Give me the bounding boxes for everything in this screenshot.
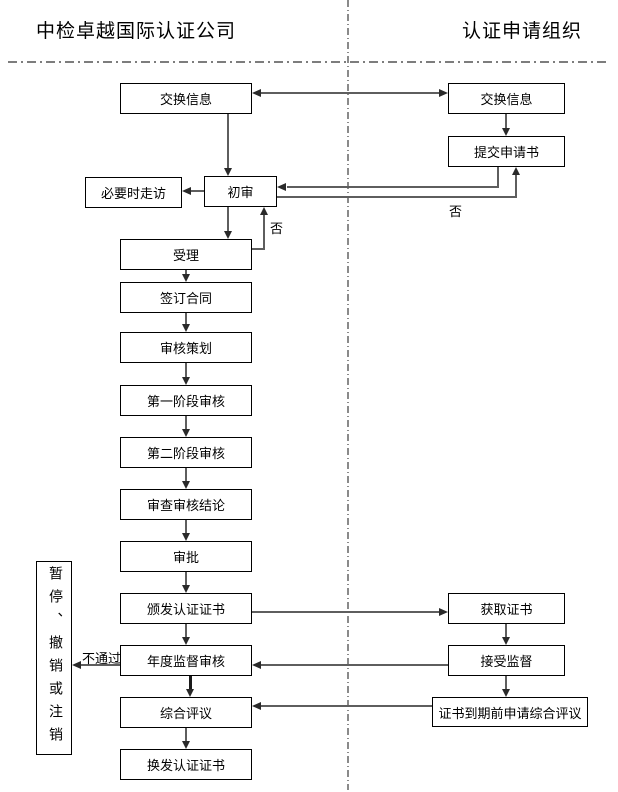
arrowhead-into-suspend-box — [72, 661, 81, 669]
label-no-right: 否 — [449, 204, 463, 219]
node-audit-planning: 审核策划 — [120, 332, 252, 363]
node-visit-if-needed: 必要时走访 — [85, 177, 182, 208]
horizontal-divider — [8, 61, 610, 63]
connector-obtain-to-accept — [505, 624, 507, 638]
connector-comprehensive-to-reissue — [185, 728, 187, 742]
node-stage1-audit: 第一阶段审核 — [120, 385, 252, 416]
connector-approval-to-issue — [185, 572, 187, 586]
lane-title-company: 中检卓越国际认证公司 — [36, 21, 237, 42]
node-reissue-certificate: 换发认证证书 — [120, 749, 252, 780]
arrowhead-into-reissue-certificate — [182, 741, 190, 749]
arrowhead-into-apply-before-expiry — [502, 689, 510, 697]
arrowhead-into-approval — [182, 533, 190, 541]
lane-title-organization: 认证申请组织 — [462, 21, 583, 42]
arrowhead-into-submit-application-bottom — [512, 167, 520, 175]
label-no-left: 否 — [270, 221, 284, 236]
arrowhead-into-annual-surveillance — [182, 637, 190, 645]
arrowhead-into-stage1 — [182, 377, 190, 385]
arrowhead-into-exchange-right — [439, 89, 448, 97]
arrowhead-into-annual-right — [252, 661, 261, 669]
connector-initial-to-visit — [190, 190, 204, 192]
connector-annual-to-suspend — [81, 664, 120, 666]
connector-exchange-double — [259, 92, 441, 94]
connector-issue-to-obtain — [252, 611, 440, 613]
node-annual-surveillance: 年度监督审核 — [120, 645, 252, 676]
node-exchange-info-right: 交换信息 — [448, 83, 565, 114]
connector-initial-to-acceptance — [227, 207, 229, 232]
node-initial-review: 初审 — [204, 176, 277, 207]
arrowhead-into-obtain-certificate — [439, 608, 448, 616]
node-apply-before-expiry: 证书到期前申请综合评议 — [432, 697, 588, 727]
node-submit-application: 提交申请书 — [448, 136, 565, 167]
node-review-conclusion: 审查审核结论 — [120, 489, 252, 520]
node-exchange-info-left: 交换信息 — [120, 83, 252, 114]
arrowhead-into-visit-if-needed — [182, 187, 191, 195]
node-issue-certificate: 颁发认证证书 — [120, 593, 252, 624]
arrowhead-into-initial-review-bottom — [260, 207, 268, 215]
arrowhead-into-audit-planning — [182, 324, 190, 332]
node-accept-surveillance: 接受监督 — [448, 645, 565, 676]
connector-acceptance-no-horiz — [252, 248, 265, 250]
arrowhead-into-exchange-left — [252, 89, 261, 97]
arrowhead-into-submit-application — [502, 128, 510, 136]
arrowhead-into-accept-surveillance — [502, 637, 510, 645]
node-obtain-certificate: 获取证书 — [448, 593, 565, 624]
arrowhead-into-stage2 — [182, 429, 190, 437]
arrowhead-into-initial-review-top — [224, 168, 232, 176]
vertical-lane-divider — [347, 0, 349, 790]
node-approval: 审批 — [120, 541, 252, 572]
connector-submit-to-initial-vert — [497, 167, 499, 187]
connector-issue-to-annual — [185, 624, 187, 638]
label-fail: 不通过 — [82, 651, 122, 666]
arrowhead-into-sign-contract — [182, 274, 190, 282]
connector-initial-no-horiz — [277, 196, 517, 198]
connector-submit-to-initial-horiz — [287, 186, 499, 188]
connector-stage2-to-conclusion — [185, 468, 187, 482]
node-stage2-audit: 第二阶段审核 — [120, 437, 252, 468]
connector-contract-to-planning — [185, 313, 187, 325]
arrowhead-into-comprehensive-right — [252, 702, 261, 710]
connector-accept-to-annual — [261, 664, 448, 666]
node-suspend-revoke-cancel: 暂停、撤销或注销 — [36, 561, 72, 755]
connector-accept-to-apply — [505, 676, 507, 690]
connector-acceptance-to-contract — [185, 270, 187, 275]
connector-annual-to-comprehensive — [189, 676, 192, 690]
arrowhead-into-review-conclusion — [182, 481, 190, 489]
connector-initial-no-vert — [515, 174, 517, 198]
suspend-revoke-cancel-text: 暂停、撤销或注销 — [47, 566, 62, 750]
arrowhead-into-initial-review-right — [277, 183, 286, 191]
connector-planning-to-stage1 — [185, 363, 187, 378]
arrowhead-into-acceptance — [224, 231, 232, 239]
connector-exchange-to-initial — [227, 114, 229, 169]
node-sign-contract: 签订合同 — [120, 282, 252, 313]
connector-stage1-to-stage2 — [185, 416, 187, 430]
connector-exchange-to-submit — [505, 114, 507, 129]
arrowhead-into-comprehensive-review — [186, 689, 194, 697]
connector-apply-to-comprehensive — [261, 705, 432, 707]
node-acceptance: 受理 — [120, 239, 252, 270]
arrowhead-into-issue-certificate — [182, 585, 190, 593]
node-comprehensive-review: 综合评议 — [120, 697, 252, 728]
connector-conclusion-to-approval — [185, 520, 187, 534]
connector-acceptance-no-vert — [263, 214, 265, 250]
